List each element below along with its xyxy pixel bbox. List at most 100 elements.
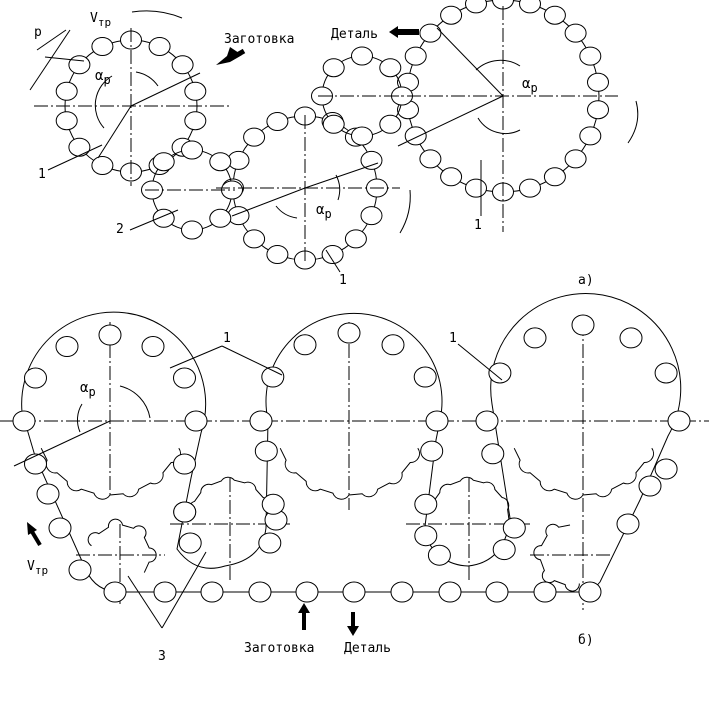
chain-roller: [414, 525, 438, 547]
chain-roller: [475, 410, 499, 432]
chain-roller: [427, 544, 451, 566]
label-alpha-2: αр: [316, 202, 332, 221]
label-pitch: p: [34, 25, 42, 40]
roller: [91, 37, 114, 56]
roller: [587, 72, 609, 92]
roller: [184, 81, 207, 101]
chain-roller: [173, 453, 196, 475]
roller: [181, 220, 203, 240]
chain-roller: [571, 314, 595, 336]
chain-roller: [48, 517, 72, 539]
chain-roller: [342, 581, 366, 603]
chain-belt-path: [21, 293, 682, 593]
tool-star-wheel: [87, 518, 157, 573]
chain-roller: [390, 581, 414, 603]
roller: [68, 137, 91, 157]
chain-roller: [68, 559, 92, 581]
chain-roller: [485, 581, 509, 603]
chain-roller: [438, 581, 462, 603]
roller: [152, 208, 175, 228]
chain-roller: [654, 458, 678, 480]
chain-roller: [24, 453, 47, 475]
roller: [360, 206, 383, 226]
caption-a: а): [578, 273, 594, 288]
label-1-b-left: 1: [223, 331, 231, 346]
caption-b: б): [578, 633, 594, 648]
label-1-right: 1: [474, 218, 482, 233]
part-b: Vтр αр 1 1 3 Заготовка Деталь б): [0, 293, 709, 664]
radius-line-b: [13, 420, 111, 467]
label-alpha-1: αр: [95, 68, 111, 87]
chain-roller: [414, 493, 438, 515]
roller: [243, 127, 266, 147]
roller: [181, 140, 203, 160]
chain-roller: [261, 493, 285, 515]
roller: [587, 100, 609, 120]
label-v-tr-b: Vтр: [27, 559, 48, 577]
roller: [209, 208, 232, 228]
roller: [360, 150, 383, 170]
pitch-dimension: [36, 29, 67, 51]
chain-roller: [254, 440, 278, 462]
roller: [404, 46, 427, 66]
roller: [209, 152, 232, 172]
roller: [243, 229, 266, 249]
chain-roller: [616, 513, 640, 535]
chain-roller: [200, 581, 224, 603]
label-detal-a: Деталь: [331, 27, 378, 42]
roller: [519, 178, 541, 198]
chain-roller: [619, 327, 643, 349]
chain-roller: [178, 532, 202, 554]
zagotovka-arrow-b: [298, 603, 310, 613]
roller: [152, 152, 175, 172]
part-a: Vтр p αр αр αр Заготовка Деталь 1 2 1 1 …: [29, 0, 639, 288]
roller: [91, 156, 114, 175]
chain-roller: [12, 410, 36, 432]
label-alpha-3: αр: [522, 76, 538, 95]
chain-roller: [488, 362, 512, 384]
tool-star-wheels: [40, 447, 654, 592]
chain-roller: [24, 367, 47, 389]
roller: [266, 245, 289, 264]
chain-roller: [638, 475, 662, 497]
chain-roller: [413, 366, 437, 388]
chain-roller: [261, 366, 285, 388]
roller: [440, 167, 463, 187]
label-detal-b: Деталь: [344, 641, 391, 656]
chain-roller: [248, 581, 272, 603]
chain-roller: [36, 483, 60, 505]
roller: [564, 149, 587, 169]
chain-roller: [98, 324, 122, 346]
angle-arc-b1: [76, 403, 83, 433]
roller: [579, 46, 602, 66]
label-alpha-b: αр: [80, 380, 96, 399]
label-zagotovka-a: Заготовка: [224, 32, 294, 47]
chain-roller: [293, 334, 317, 356]
chain-roller: [502, 517, 526, 539]
chain-rollers: [12, 314, 691, 603]
tool-star-wheel: [188, 476, 271, 521]
chain-roller: [420, 440, 444, 462]
roller: [227, 206, 250, 226]
angle-arcs-a: [94, 59, 521, 219]
roller: [351, 126, 373, 146]
detal-arrow-b: [347, 626, 359, 636]
tool-star-wheel: [40, 447, 181, 500]
label-zagotovka-b: Заготовка: [244, 641, 314, 656]
chain-roller: [533, 581, 557, 603]
chain-roller: [258, 532, 282, 554]
detal-arrow-a: [389, 26, 398, 38]
roller: [55, 81, 78, 101]
roller: [564, 23, 587, 43]
roller: [322, 114, 345, 134]
tool-star-wheel: [533, 523, 580, 592]
roller: [322, 58, 345, 78]
chain-roller: [481, 443, 505, 465]
chain-roller: [523, 327, 547, 349]
rotation-arrows-a: [131, 10, 639, 234]
tool-star-wheel: [427, 476, 510, 521]
label-3: 3: [158, 649, 166, 664]
roller: [351, 46, 373, 66]
